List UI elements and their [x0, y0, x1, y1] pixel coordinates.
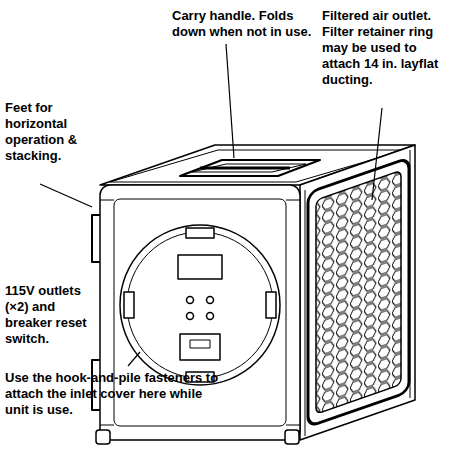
- fastener: [124, 292, 134, 318]
- leader-line: [128, 352, 140, 366]
- button: [187, 313, 194, 320]
- leader-line: [226, 44, 234, 158]
- carry-handle: [180, 160, 320, 176]
- front-face: [100, 185, 300, 440]
- foot: [285, 430, 299, 444]
- button: [207, 297, 214, 304]
- callout-label: Feet for horizontal operation & stacking…: [5, 100, 95, 164]
- outlet-panel: [180, 334, 220, 360]
- display: [178, 255, 222, 279]
- button: [207, 313, 214, 320]
- filter-retainer-ring: [308, 158, 409, 427]
- callout-label: Use the hook-and-pile fasteners to attac…: [5, 370, 227, 418]
- side-face: [300, 145, 415, 440]
- filter-grille: [316, 170, 401, 414]
- callout-label: Carry handle. Folds down when not in use…: [172, 8, 312, 40]
- callout-label: Filtered air outlet. Filter retainer rin…: [322, 8, 450, 88]
- fastener: [266, 292, 276, 318]
- leader-line: [40, 184, 92, 207]
- foot: [96, 430, 110, 444]
- fastener: [186, 228, 214, 238]
- button: [187, 297, 194, 304]
- inlet-ring: [120, 225, 280, 385]
- leader-line: [372, 108, 382, 200]
- callout-label: 115V outlets (×2) and breaker reset swit…: [5, 283, 105, 347]
